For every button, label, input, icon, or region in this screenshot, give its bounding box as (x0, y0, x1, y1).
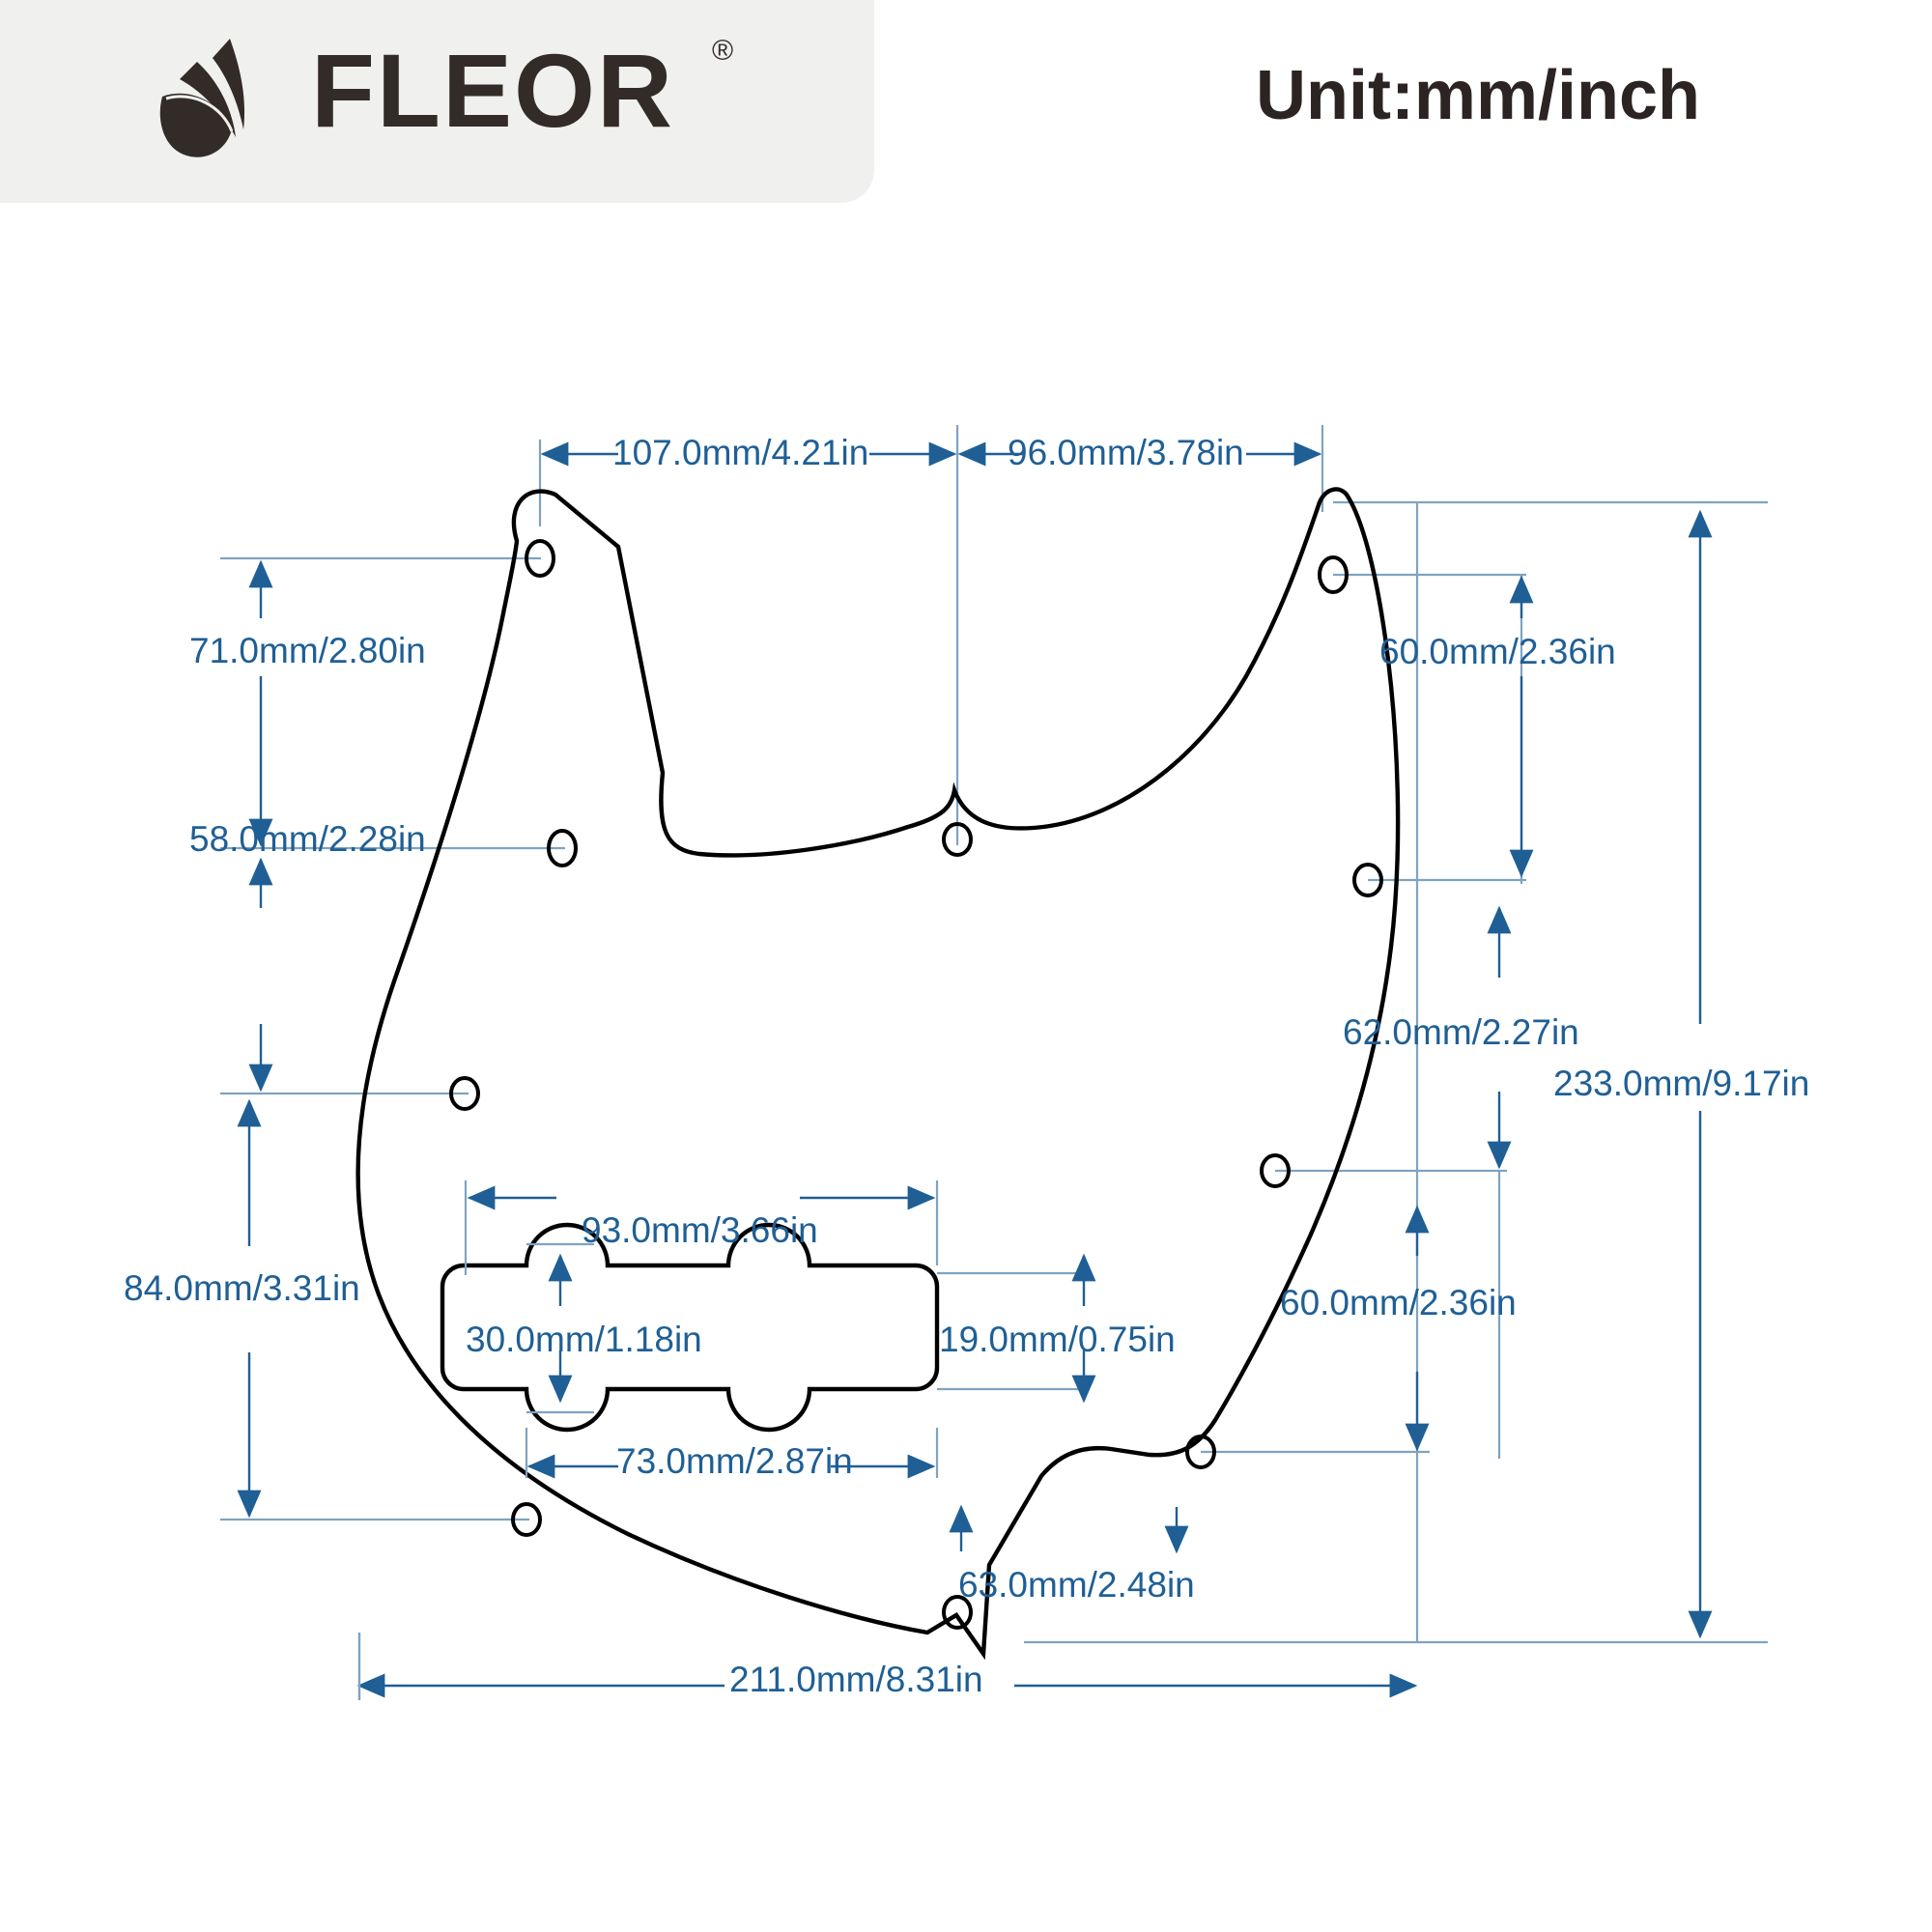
registered-trademark-icon: ® (712, 35, 734, 67)
dimension-label-right-mid-height: 62.0mm/2.27in (1343, 1012, 1579, 1052)
unit-title: Unit:mm/inch (1256, 57, 1700, 134)
dimension-label-left-upper-height: 71.0mm/2.80in (189, 631, 426, 670)
dimension-label-overall-width: 211.0mm/8.31in (729, 1660, 983, 1699)
extension-lines (220, 425, 1768, 1644)
hole-center-neck (942, 822, 973, 857)
dimension-label-right-lower-height: 60.0mm/2.36in (1280, 1283, 1517, 1322)
dimension-label-overall-height: 233.0mm/9.17in (1553, 1064, 1810, 1103)
dimension-label-cavity-to-edge: 73.0mm/2.87in (616, 1441, 853, 1481)
dimension-label-cavity-width: 93.0mm/3.66in (582, 1210, 818, 1250)
brand-wordmark: FLEOR (311, 32, 674, 149)
dimension-label-cavity-height: 30.0mm/1.18in (466, 1320, 702, 1359)
left-dimension-lines (237, 559, 273, 1519)
dimension-label-left-lower-height: 84.0mm/3.31in (124, 1268, 360, 1308)
dimension-label-top-left-span: 107.0mm/4.21in (612, 433, 869, 472)
hole-bottom-left (511, 1502, 542, 1537)
dimension-label-bottom-hole-offset: 63.0mm/2.48in (958, 1565, 1195, 1605)
hole-upper-right (1352, 863, 1383, 897)
leaf-flame-icon (159, 39, 245, 157)
hole-upper-left (547, 829, 578, 867)
hole-top-right (1318, 555, 1349, 594)
screw-hole-group (449, 539, 1383, 1630)
dimension-label-cavity-edge-offset: 19.0mm/0.75in (939, 1320, 1176, 1359)
bottom-dimension-lines (356, 1504, 1418, 1700)
hole-top-left (525, 539, 555, 578)
right-dimension-lines (1405, 509, 1713, 1639)
cavity-dimension-lines (467, 1185, 1096, 1479)
hole-lower-right (1185, 1435, 1216, 1469)
dimension-label-left-mid-height: 58.0mm/2.28in (189, 819, 426, 859)
brand-panel: FLEOR ® (0, 0, 874, 203)
hole-mid-right (1260, 1153, 1291, 1188)
dimension-label-top-right-span: 96.0mm/3.78in (1008, 433, 1244, 472)
pickup-cavity-cutout (440, 1222, 940, 1433)
pickguard-outline (355, 487, 1401, 1661)
cavity-extension-lines (464, 1180, 1087, 1478)
dimension-label-right-upper-height: 60.0mm/2.36in (1379, 632, 1616, 671)
hole-mid-left (449, 1076, 480, 1111)
hole-bottom-center (942, 1595, 973, 1630)
